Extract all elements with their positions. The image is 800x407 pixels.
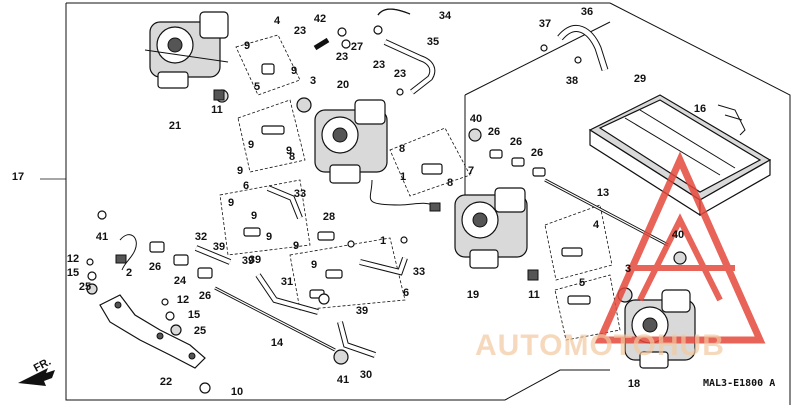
callout-8: 8 bbox=[289, 151, 295, 163]
front-arrow-icon bbox=[18, 368, 55, 386]
callout-28: 28 bbox=[323, 211, 335, 223]
callout-39: 39 bbox=[249, 254, 261, 266]
callout-10: 10 bbox=[231, 386, 243, 398]
callout-25: 25 bbox=[79, 281, 91, 293]
callout-4: 4 bbox=[274, 15, 281, 27]
callout-9: 9 bbox=[251, 210, 257, 222]
callout-6: 6 bbox=[243, 180, 249, 192]
callout-9: 9 bbox=[286, 145, 292, 157]
callout-6: 6 bbox=[403, 287, 409, 299]
callout-8: 8 bbox=[447, 177, 453, 189]
callout-41: 41 bbox=[337, 374, 349, 386]
callout-39: 39 bbox=[213, 241, 225, 253]
carburetor-18 bbox=[624, 289, 696, 369]
callout-32: 32 bbox=[195, 231, 207, 243]
callout-9: 9 bbox=[291, 65, 297, 77]
callout-17: 17 bbox=[12, 171, 24, 183]
callout-18: 18 bbox=[628, 378, 640, 390]
diagram-code: MAL3-E1800 A bbox=[703, 378, 775, 389]
carburetor-20 bbox=[314, 99, 441, 212]
callout-9: 9 bbox=[266, 231, 272, 243]
bracket-16 bbox=[717, 104, 746, 136]
callout-9: 9 bbox=[237, 165, 243, 177]
funnel-assembly-29 bbox=[588, 94, 772, 217]
callout-30: 30 bbox=[360, 369, 372, 381]
frame bbox=[40, 2, 791, 405]
callout-39: 39 bbox=[356, 305, 368, 317]
callout-29: 29 bbox=[634, 73, 646, 85]
callout-26: 26 bbox=[149, 261, 161, 273]
small-parts bbox=[86, 25, 687, 394]
callout-8: 8 bbox=[399, 143, 405, 155]
watermark-logo bbox=[594, 151, 766, 344]
callout-33: 33 bbox=[413, 266, 425, 278]
rods bbox=[214, 178, 669, 352]
callout-34: 34 bbox=[439, 10, 452, 22]
callout-33: 33 bbox=[294, 188, 306, 200]
callout-38: 38 bbox=[566, 75, 578, 87]
callout-22: 22 bbox=[160, 376, 172, 388]
callout-39: 39 bbox=[242, 255, 254, 267]
callout-4: 4 bbox=[593, 219, 600, 231]
callout-24: 24 bbox=[174, 275, 187, 287]
callout-21: 21 bbox=[169, 120, 181, 132]
bracket-22 bbox=[99, 294, 206, 369]
callout-3: 3 bbox=[625, 263, 631, 275]
callout-37: 37 bbox=[539, 18, 551, 30]
callout-1: 1 bbox=[400, 171, 406, 183]
callout-9: 9 bbox=[248, 139, 254, 151]
watermark-text: AUTOMOTOHUB bbox=[475, 329, 725, 362]
callout-11: 11 bbox=[211, 104, 223, 116]
callout-26: 26 bbox=[488, 126, 500, 138]
callout-36: 36 bbox=[581, 6, 593, 18]
callout-9: 9 bbox=[311, 259, 317, 271]
callout-15: 15 bbox=[67, 267, 79, 279]
callout-3: 3 bbox=[310, 75, 316, 87]
callout-9: 9 bbox=[293, 240, 299, 252]
callout-7: 7 bbox=[468, 165, 474, 177]
callout-31: 31 bbox=[281, 276, 293, 288]
assembly-outlines bbox=[219, 21, 621, 341]
callout-14: 14 bbox=[271, 337, 284, 349]
carburetor-21 bbox=[144, 11, 229, 89]
callout-2: 2 bbox=[126, 267, 132, 279]
callout-23: 23 bbox=[394, 68, 406, 80]
callout-9: 9 bbox=[244, 40, 250, 52]
carburetor-19 bbox=[454, 187, 528, 269]
callout-19: 19 bbox=[467, 289, 479, 301]
callout-13: 13 bbox=[597, 187, 609, 199]
callout-11: 11 bbox=[528, 289, 540, 301]
callout-40: 40 bbox=[672, 229, 684, 241]
callout-26: 26 bbox=[510, 136, 522, 148]
callout-26: 26 bbox=[531, 147, 543, 159]
callout-23: 23 bbox=[294, 25, 306, 37]
callout-23: 23 bbox=[373, 59, 385, 71]
callout-15: 15 bbox=[188, 309, 200, 321]
callout-35: 35 bbox=[427, 36, 439, 48]
callout-5: 5 bbox=[579, 277, 585, 289]
callout-12: 12 bbox=[67, 253, 79, 265]
cable-2 bbox=[115, 234, 137, 271]
callout-42: 42 bbox=[314, 13, 326, 25]
callout-9: 9 bbox=[228, 197, 234, 209]
callout-12: 12 bbox=[177, 294, 189, 306]
callout-16: 16 bbox=[694, 103, 706, 115]
callout-25: 25 bbox=[194, 325, 206, 337]
callout-26: 26 bbox=[199, 290, 211, 302]
callout-1: 1 bbox=[380, 235, 386, 247]
callout-41: 41 bbox=[96, 231, 108, 243]
callout-20: 20 bbox=[337, 79, 349, 91]
callout-23: 23 bbox=[336, 51, 348, 63]
hoses bbox=[194, 8, 609, 358]
callout-40: 40 bbox=[470, 113, 482, 125]
callout-27: 27 bbox=[351, 41, 363, 53]
callout-5: 5 bbox=[254, 81, 260, 93]
